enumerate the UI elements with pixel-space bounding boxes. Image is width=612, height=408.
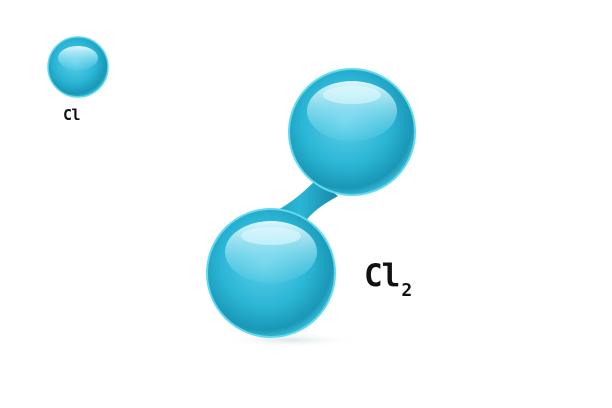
molecule-atom-lower — [206, 208, 336, 338]
formula-subscript: 2 — [401, 280, 412, 301]
molecule-atom-upper — [288, 68, 416, 196]
atom-label: Cl — [63, 106, 81, 124]
formula-symbol: Cl — [364, 258, 400, 294]
single-atom-sphere — [47, 36, 109, 98]
